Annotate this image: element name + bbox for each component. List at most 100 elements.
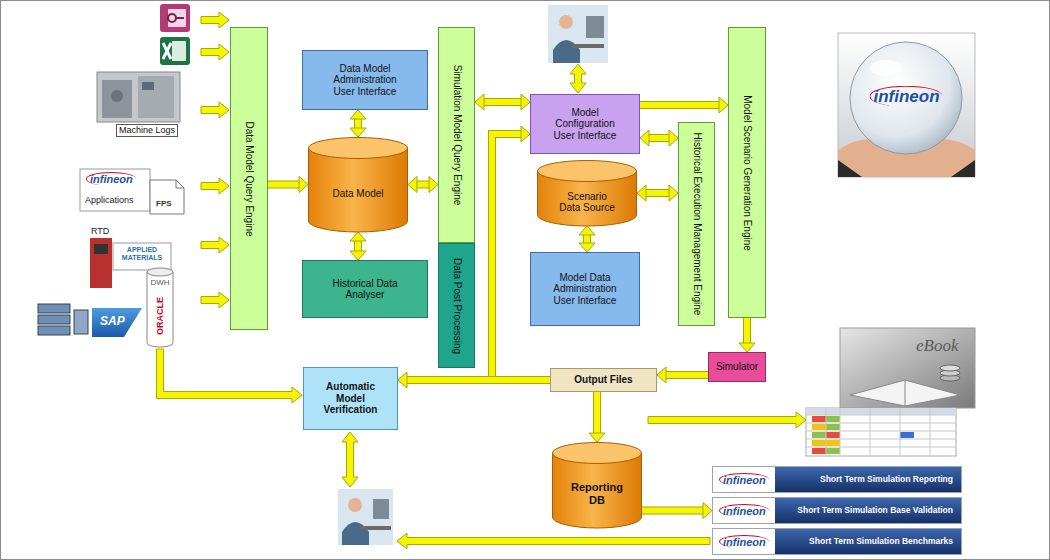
node-label: Simulation Model Query Engine xyxy=(451,65,463,206)
arrow-head xyxy=(429,177,438,193)
application-frame xyxy=(80,169,150,211)
arrow-head xyxy=(350,128,366,137)
database-cylinder: Scenario Data Source xyxy=(537,160,637,226)
vendor-logo-text: ORACLE xyxy=(155,297,165,335)
flow-arrow xyxy=(589,392,605,442)
machine-screen xyxy=(142,82,154,90)
table-cell xyxy=(812,440,826,446)
node-label: Data Model Query Engine xyxy=(243,121,255,236)
excel-mark xyxy=(163,43,171,59)
node-label: Model Data Administration User Interface xyxy=(545,272,625,307)
arrow-shaft xyxy=(642,508,703,514)
document-fold xyxy=(176,180,184,188)
user-arrow xyxy=(342,432,358,487)
cylinder-top xyxy=(538,161,637,182)
excel-mark xyxy=(163,43,171,59)
machine-part xyxy=(102,80,132,118)
engine-band: Historical Execution Management Engine xyxy=(678,122,715,326)
source-label: DWH xyxy=(150,278,169,287)
arrow-shaft xyxy=(268,182,299,188)
crystal-ball-photo xyxy=(838,33,975,177)
source-label: RTD xyxy=(91,226,109,236)
arrow-head xyxy=(350,110,366,119)
logo-text: infineon xyxy=(869,86,942,107)
arrow-shaft xyxy=(649,135,669,141)
excel-icon xyxy=(160,37,190,65)
table-cell xyxy=(826,424,840,430)
server-unit xyxy=(74,310,88,334)
report-bar: infineon Short Term Simulation Reporting xyxy=(712,466,962,493)
arrow-head xyxy=(589,433,605,442)
user-head xyxy=(348,498,362,512)
input-arrow xyxy=(201,102,229,118)
book-photo xyxy=(840,328,975,408)
user-body xyxy=(553,40,580,63)
node-label: Data Model Administration User Interface xyxy=(323,63,407,98)
table-cell xyxy=(812,424,826,430)
warehouse-cylinder xyxy=(147,272,173,347)
report-arrow xyxy=(648,412,806,428)
arrow-outline xyxy=(646,189,669,197)
vendor-logo-text: SAP xyxy=(100,315,125,329)
flow-arrow xyxy=(579,226,595,252)
flow-arrow xyxy=(350,110,366,137)
node-label: Model Configuration User Interface xyxy=(545,107,625,142)
access-icon-page xyxy=(168,9,186,27)
input-arrow xyxy=(201,12,229,28)
user-body xyxy=(342,522,369,545)
arrow-outline xyxy=(666,371,708,379)
report-title: Short Term Simulation Reporting xyxy=(775,467,961,492)
arrow-head xyxy=(350,232,366,241)
arrow-head xyxy=(521,94,530,110)
cylinder-top xyxy=(309,138,408,159)
process-box: Historical Data Analyser xyxy=(302,260,428,318)
access-key xyxy=(176,17,184,19)
node-label: Reporting DB xyxy=(564,481,630,506)
input-arrow xyxy=(201,44,229,60)
logo-text: infineon xyxy=(719,504,769,517)
node-label: Historical Execution Management Engine xyxy=(691,133,703,316)
table-cell xyxy=(826,432,840,438)
logo-text: infineon xyxy=(719,473,769,486)
flow-arrow xyxy=(475,94,530,110)
tool-tower xyxy=(90,238,112,288)
arrow-outline xyxy=(583,235,591,243)
node-label: Output Files xyxy=(574,374,632,386)
user-photo xyxy=(338,489,393,545)
process-box: Data Model Administration User Interface xyxy=(302,50,428,110)
process-box: Output Files xyxy=(550,368,657,392)
table-cell xyxy=(812,416,826,422)
logo-text: infineon xyxy=(719,535,769,548)
arrow-outline xyxy=(484,98,521,106)
cylinder-top xyxy=(553,443,642,464)
report-bar: infineonShort Term Simulation Base Valid… xyxy=(712,497,962,524)
arrow-head xyxy=(350,251,366,260)
monitor xyxy=(373,499,389,519)
node-label: Scenario Data Source xyxy=(557,191,617,214)
logo-text: infineon xyxy=(86,172,136,186)
arrow-outline xyxy=(649,134,669,142)
arrow-shaft xyxy=(594,392,600,433)
flow-arrow xyxy=(640,97,728,113)
machine-part xyxy=(138,76,174,118)
user-head xyxy=(559,15,573,29)
arrow-outline xyxy=(593,392,601,433)
arrow-head xyxy=(703,503,712,519)
flow-arrow xyxy=(268,177,308,193)
arrow-outline xyxy=(268,181,299,189)
report-title: Short Term Simulation Benchmarks xyxy=(775,529,961,554)
image-caption: eBook xyxy=(916,336,958,356)
vendor-logo-text: APPLIED MATERIALS xyxy=(116,246,168,262)
node-label: Data Post Processing xyxy=(451,257,463,353)
arrow-head xyxy=(408,177,417,193)
engine-band: Simulation Model Query Engine xyxy=(438,27,475,243)
input-arrow xyxy=(201,178,229,194)
arrow-head xyxy=(657,367,666,383)
arrow-head xyxy=(637,185,646,201)
engine-band: Model Scenario Generation Engine xyxy=(728,27,766,318)
table-cell xyxy=(826,448,840,454)
arrow-outline xyxy=(640,101,719,109)
table-cell xyxy=(812,448,826,454)
source-label: Machine Logs xyxy=(116,124,178,137)
